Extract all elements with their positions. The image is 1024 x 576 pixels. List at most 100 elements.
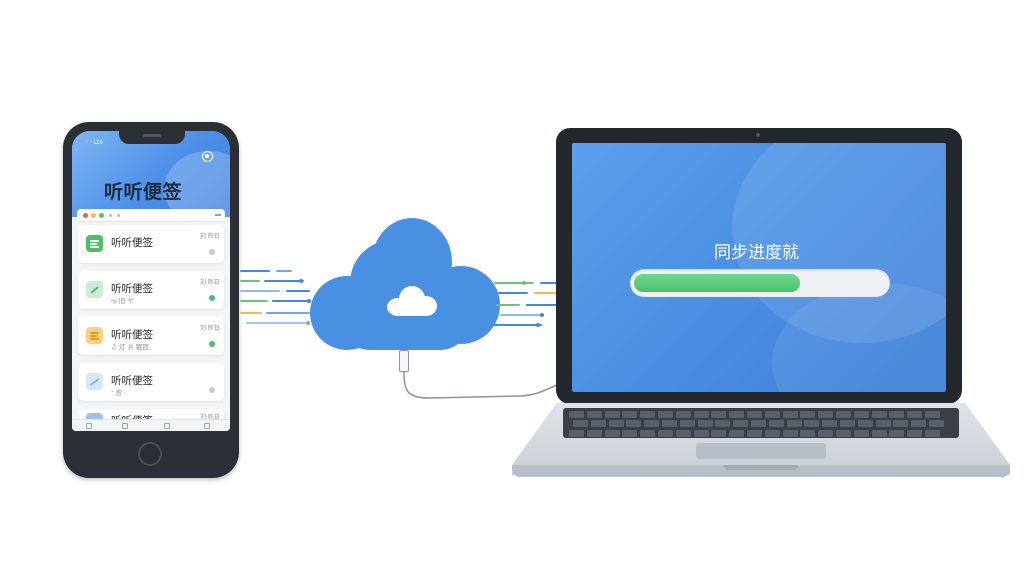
keyboard-key[interactable]	[907, 429, 923, 437]
keyboard-key[interactable]	[764, 429, 780, 437]
tab-home-icon[interactable]	[86, 423, 92, 429]
keyboard-key[interactable]	[569, 411, 584, 418]
note-list-item[interactable]: 听听便签 ᐩ 宫 ᐧ	[78, 363, 224, 401]
keyboard-key[interactable]	[644, 420, 660, 428]
note-list-item[interactable]: 听听便签 ♫ 灯 爿 眠匝 刘 昨日	[78, 317, 224, 355]
data-stream-line	[272, 300, 310, 302]
keyboard-key[interactable]	[782, 429, 798, 437]
keyboard-key[interactable]	[751, 420, 766, 428]
keyboard-key[interactable]	[604, 429, 620, 437]
keyboard-key[interactable]	[715, 420, 731, 428]
home-button[interactable]	[138, 442, 162, 466]
keyboard-key[interactable]	[573, 420, 588, 428]
note-list-item[interactable]: 听听便签 ఌ 旧 ヤ 刘 昨日	[78, 271, 224, 309]
data-stream-line	[246, 322, 306, 324]
keyboard-key[interactable]	[733, 420, 749, 428]
keyboard-key[interactable]	[800, 411, 816, 418]
note-subtitle: ᐩ 宫 ᐧ	[111, 389, 126, 397]
note-title: 听听便签	[111, 329, 153, 341]
keyboard-key[interactable]	[586, 429, 602, 437]
keyboard-key[interactable]	[747, 411, 762, 418]
keyboard-key[interactable]	[658, 411, 673, 418]
keyboard-key[interactable]	[662, 420, 677, 428]
keyboard-key[interactable]	[711, 411, 727, 418]
keyboard-key[interactable]	[889, 411, 905, 418]
toolbar-dot-icon	[117, 214, 120, 217]
data-stream-line	[500, 314, 544, 316]
keyboard-key[interactable]	[893, 420, 909, 428]
close-dot-icon[interactable]	[83, 213, 88, 218]
keyboard-key[interactable]	[768, 420, 784, 428]
keyboard-key[interactable]	[889, 429, 905, 437]
keyboard-key[interactable]	[729, 411, 745, 418]
keyboard-key[interactable]	[818, 411, 834, 418]
tab-folder-icon[interactable]	[164, 423, 170, 429]
keyboard-key[interactable]	[586, 411, 602, 418]
sync-status-dot-icon	[209, 341, 215, 347]
keyboard-key[interactable]	[590, 420, 606, 428]
keyboard-key[interactable]	[853, 429, 869, 437]
keyboard-key[interactable]	[925, 429, 940, 437]
note-list-icon	[86, 235, 103, 252]
data-node-dot	[299, 279, 303, 283]
maximize-dot-icon[interactable]	[99, 213, 104, 218]
data-stream-line	[240, 270, 270, 272]
keyboard-key[interactable]	[929, 420, 944, 428]
keyboard-key[interactable]	[697, 420, 713, 428]
sync-progress-bar	[630, 269, 890, 297]
keyboard-key[interactable]	[925, 411, 940, 418]
keyboard-key[interactable]	[622, 411, 638, 418]
keyboard-key[interactable]	[818, 429, 834, 437]
link-icon	[86, 373, 103, 390]
data-stream-line	[526, 304, 566, 306]
keyboard-key[interactable]	[679, 420, 695, 428]
keyboard-key[interactable]	[640, 429, 656, 437]
keyboard-key[interactable]	[711, 429, 727, 437]
laptop-trackpad[interactable]	[696, 443, 826, 459]
settings-gear-icon[interactable]	[202, 151, 213, 162]
note-list-item[interactable]: 听听便签 刘 昨日	[78, 225, 224, 263]
smartphone: ᐩ ᐧ Lte 听听便签 听听便签 刘 昨日	[63, 122, 239, 478]
keyboard-key[interactable]	[857, 420, 873, 428]
keyboard-key[interactable]	[840, 420, 855, 428]
keyboard-key[interactable]	[782, 411, 798, 418]
keyboard-key[interactable]	[693, 429, 709, 437]
note-subtitle: ఌ 旧 ヤ	[111, 297, 134, 305]
laptop-keyboard[interactable]	[563, 408, 959, 438]
keyboard-key[interactable]	[626, 420, 642, 428]
keyboard-key[interactable]	[764, 411, 780, 418]
keyboard-key[interactable]	[675, 429, 691, 437]
keyboard-key[interactable]	[569, 429, 584, 437]
keyboard-key[interactable]	[608, 420, 624, 428]
tab-profile-icon[interactable]	[204, 423, 210, 429]
keyboard-key[interactable]	[907, 411, 923, 418]
data-stream-line	[534, 292, 566, 294]
keyboard-key[interactable]	[911, 420, 927, 428]
keyboard-key[interactable]	[871, 411, 887, 418]
keyboard-key[interactable]	[693, 411, 709, 418]
keyboard-key[interactable]	[822, 420, 838, 428]
keyboard-key[interactable]	[875, 420, 891, 428]
keyboard-key[interactable]	[800, 429, 816, 437]
keyboard-key[interactable]	[786, 420, 802, 428]
data-stream-line	[276, 270, 292, 272]
window-title-bar	[77, 209, 225, 222]
keyboard-key[interactable]	[658, 429, 673, 437]
keyboard-key[interactable]	[604, 411, 620, 418]
data-stream-line	[492, 324, 542, 326]
keyboard-key[interactable]	[622, 429, 638, 437]
keyboard-key[interactable]	[640, 411, 656, 418]
keyboard-key[interactable]	[836, 429, 851, 437]
keyboard-key[interactable]	[675, 411, 691, 418]
keyboard-key[interactable]	[871, 429, 887, 437]
keyboard-key[interactable]	[747, 429, 762, 437]
keyboard-key[interactable]	[836, 411, 851, 418]
keyboard-key[interactable]	[729, 429, 745, 437]
window-minimize-icon[interactable]	[215, 214, 221, 216]
note-time: 刘 昨日	[200, 414, 220, 421]
keyboard-key[interactable]	[853, 411, 869, 418]
tab-list-icon[interactable]	[122, 423, 128, 429]
minimize-dot-icon[interactable]	[91, 213, 96, 218]
laptop-screen: 同步进度就	[572, 143, 946, 392]
keyboard-key[interactable]	[804, 420, 820, 428]
